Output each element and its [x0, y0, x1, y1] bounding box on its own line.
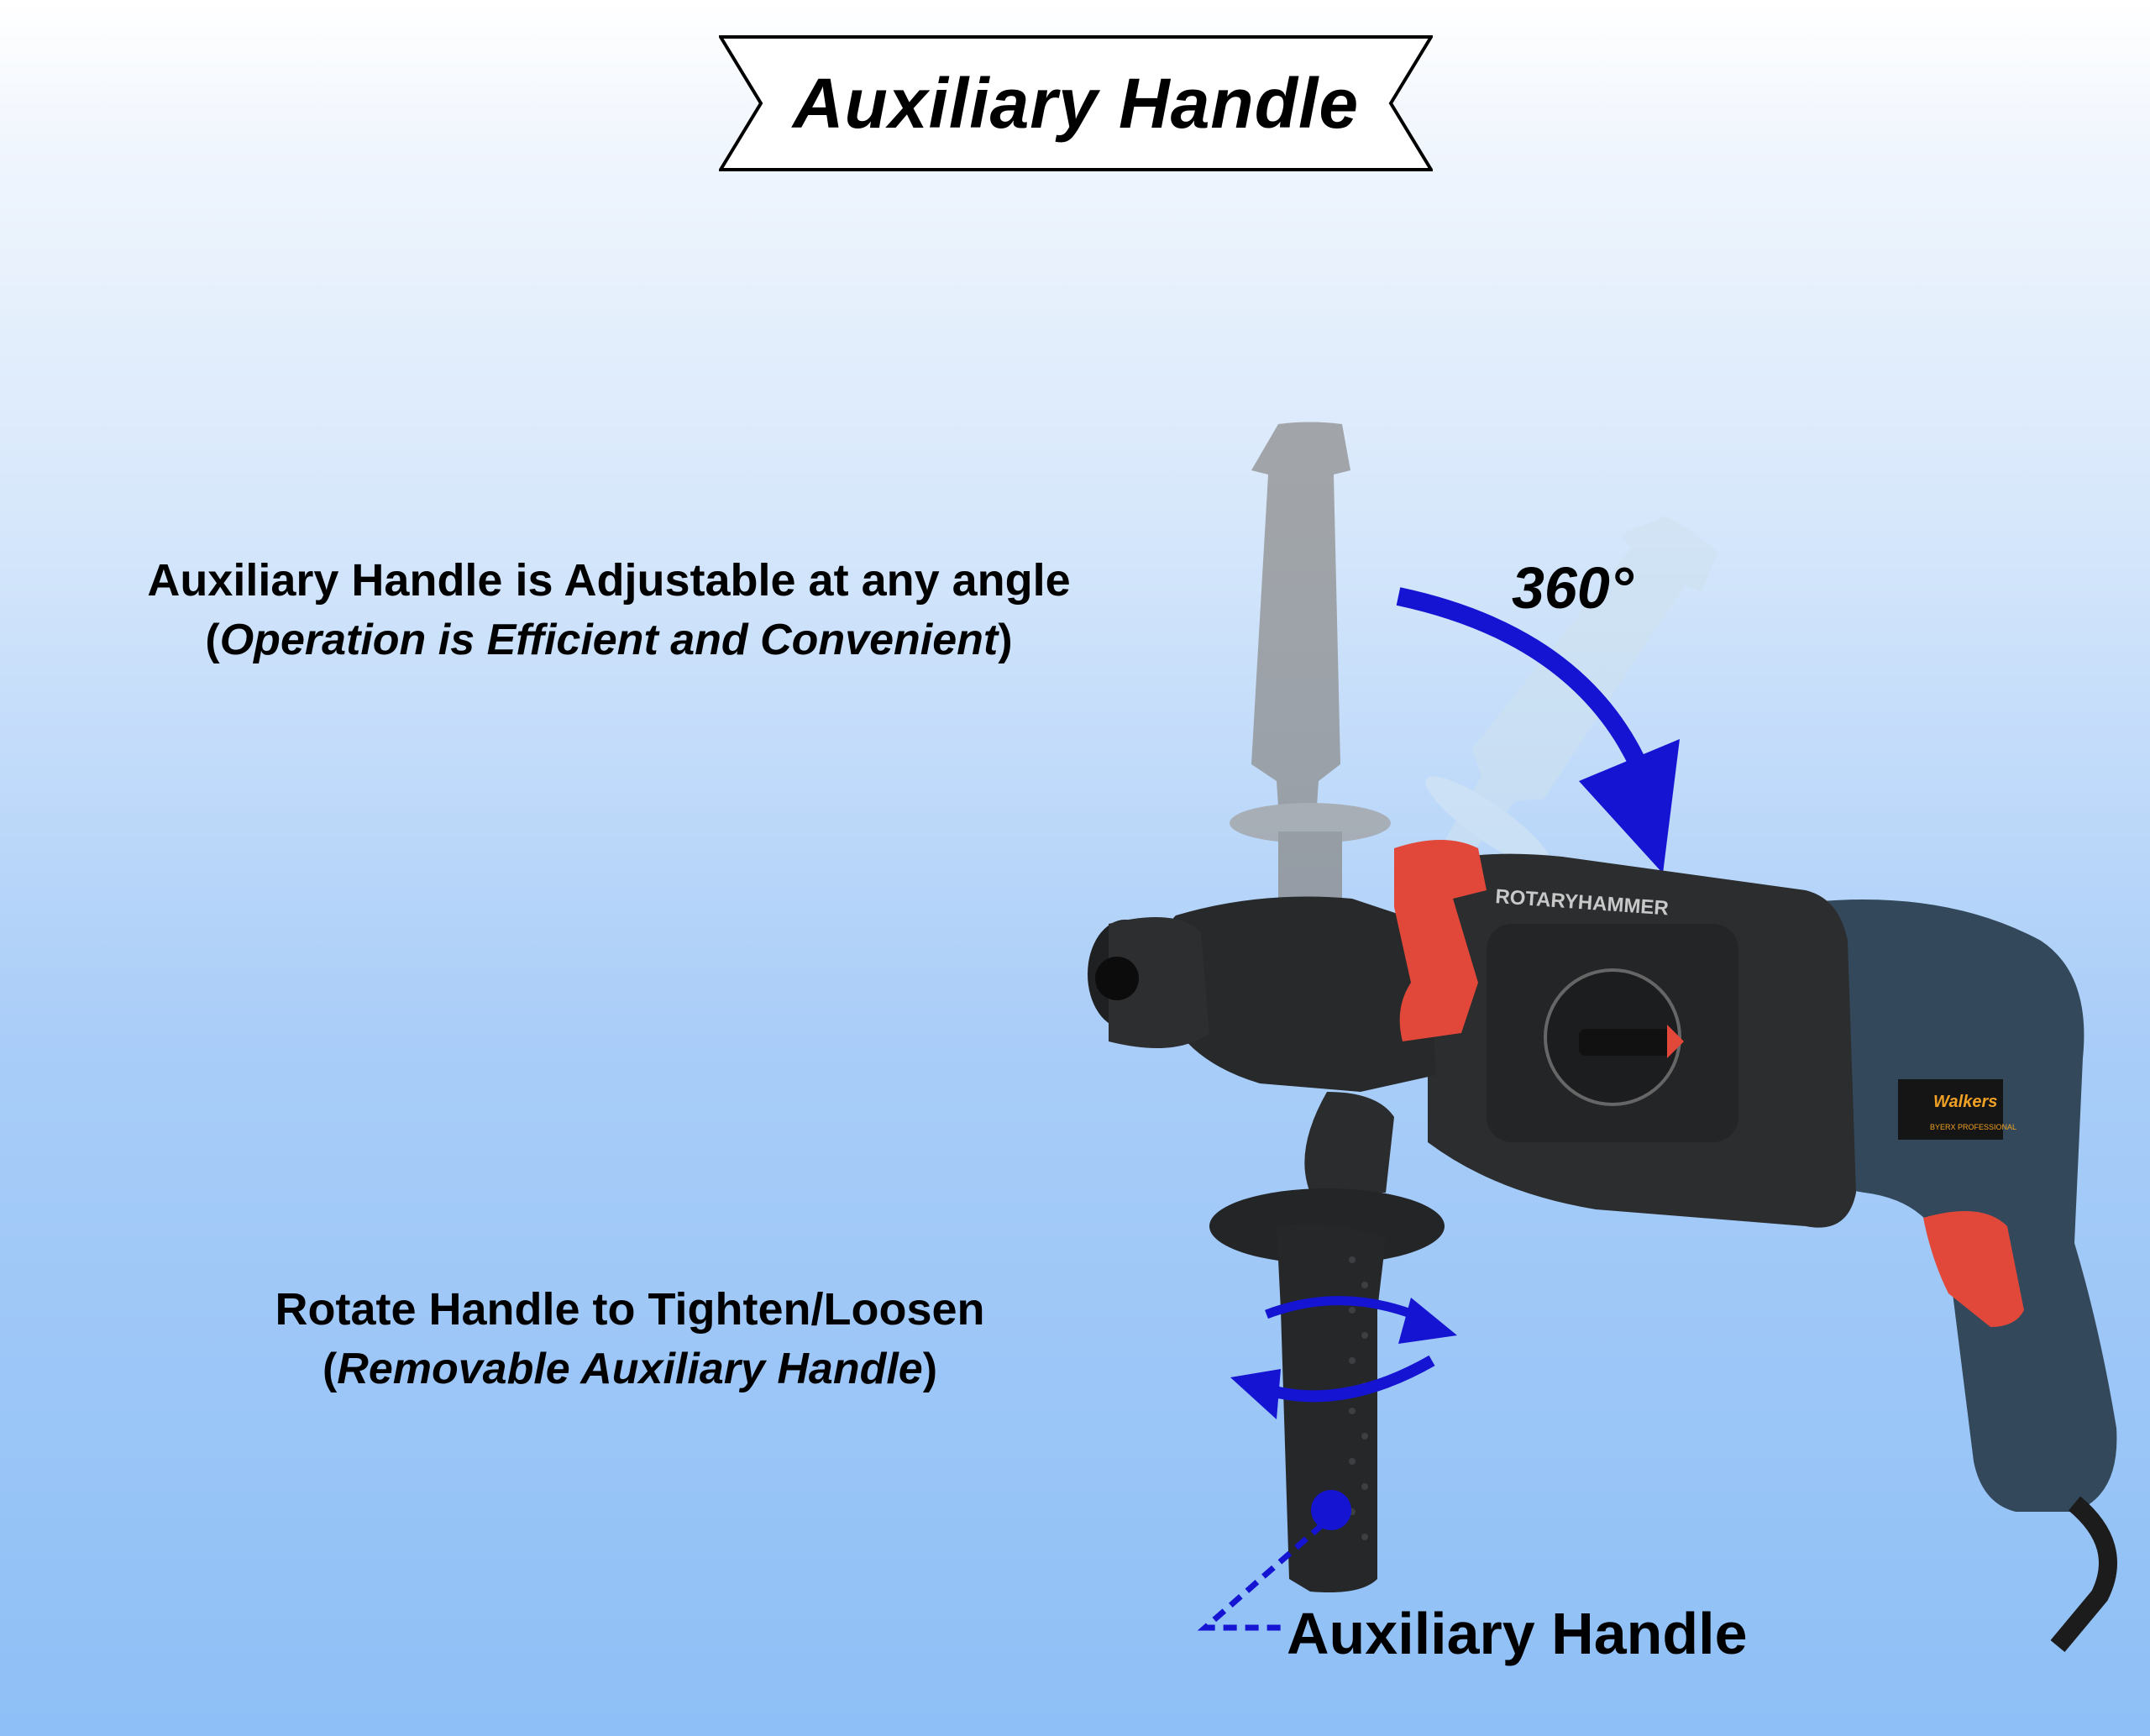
- rotation-degree-label: 360°: [1512, 555, 1633, 621]
- drill-brand-sub: BYERX PROFESSIONAL: [1930, 1123, 2016, 1131]
- banner-frame-icon: [719, 35, 1433, 171]
- paren-open: (: [322, 1345, 338, 1393]
- rotary-hammer-drill: [1088, 840, 2117, 1653]
- paren-close: ): [998, 616, 1013, 664]
- rotation-arrow-icon: [1396, 587, 1680, 873]
- callout-rotate-heading: Rotate Handle to Tighten/Loosen: [275, 1284, 985, 1335]
- paren-close: ): [922, 1345, 938, 1393]
- ghost-handle-vertical: [1230, 422, 1391, 907]
- page-title: Auxiliary Handle: [792, 63, 1360, 143]
- ghost-handle-tilted: [1425, 516, 1718, 872]
- callout-rotate-subtitle-text: Removable Auxiliary Handle: [337, 1345, 923, 1393]
- drill-brand: Walkers: [1933, 1093, 1997, 1111]
- pointer-leader-icon: [1197, 1490, 1351, 1631]
- callout-adjustable-subtitle-text: Operation is Efficient and Convenient: [219, 616, 999, 664]
- callout-rotate-subtitle: (Removable Auxiliary Handle): [210, 1344, 1050, 1394]
- paren-open: (: [205, 616, 220, 664]
- title-banner: Auxiliary Handle: [719, 35, 1433, 171]
- rotate-arrows-icon: [1230, 1296, 1457, 1419]
- callout-adjustable: Auxiliary Handle is Adjustable at any an…: [109, 554, 1109, 665]
- auxiliary-handle-pointer-label: Auxiliary Handle: [1287, 1601, 1748, 1666]
- callout-adjustable-subtitle: (Operation is Efficient and Convenient): [109, 615, 1109, 665]
- callout-rotate: Rotate Handle to Tighten/Loosen (Removab…: [210, 1283, 1050, 1394]
- callout-adjustable-heading: Auxiliary Handle is Adjustable at any an…: [147, 555, 1071, 606]
